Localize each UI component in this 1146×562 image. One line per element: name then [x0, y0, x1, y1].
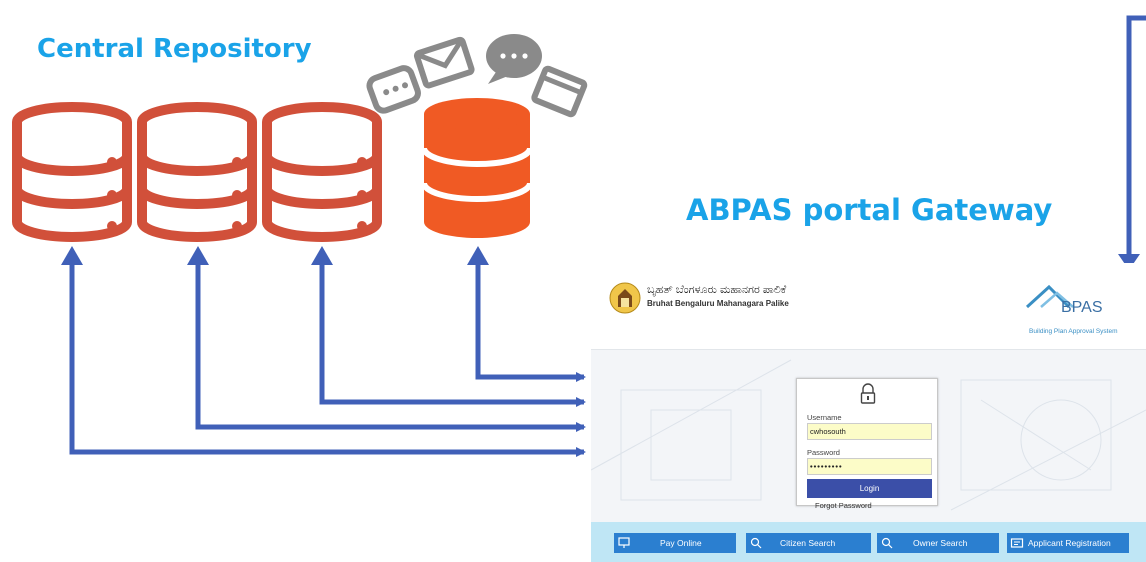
connector-arrow-2: [195, 253, 586, 432]
owner-search-label: Owner Search: [913, 538, 968, 548]
connector-arrow-3: [319, 253, 586, 407]
org-name-kannada: ಬೃಹತ್ ಬೆಂಗಳೂರು ಮಹಾನಗರ ಪಾಲಿಕೆ: [647, 284, 787, 296]
browser-window-icon: [531, 65, 588, 118]
database-icon-1: [12, 102, 132, 242]
arrowhead-up-3: [311, 246, 333, 265]
chat-bubble-icon: [366, 65, 421, 114]
mail-icon: [413, 36, 475, 89]
applicant-registration-label: Applicant Registration: [1028, 538, 1111, 548]
database-3-dots: [357, 157, 367, 231]
gateway-title: ABPAS portal Gateway: [686, 193, 1053, 227]
search-icon: [881, 537, 893, 549]
blueprint-background: [591, 359, 1146, 511]
citizen-search-button[interactable]: Citizen Search: [746, 533, 871, 553]
arrowhead-up-1: [61, 246, 83, 265]
speech-bubble-icon: [486, 34, 542, 84]
arrowhead-up-4: [467, 246, 489, 265]
bpas-logo-icon: BPAS: [1025, 284, 1103, 316]
arrowhead-up-2: [187, 246, 209, 265]
login-button[interactable]: Login: [807, 479, 932, 498]
connector-arrow-4: [475, 253, 586, 382]
database-icon-4: [421, 98, 533, 238]
owner-search-button[interactable]: Owner Search: [877, 533, 999, 553]
emblem-icon: [609, 282, 641, 314]
applicant-registration-button[interactable]: Applicant Registration: [1007, 533, 1129, 553]
search-icon: [750, 537, 762, 549]
lock-icon: [860, 383, 876, 404]
gateway-inbound-connector: [1126, 15, 1146, 258]
forgot-password-link[interactable]: Forgot Password: [815, 501, 872, 510]
database-icon-2: [137, 102, 257, 242]
portal-header: ಬೃಹತ್ ಬೆಂಗಳೂರು ಮಹಾನಗರ ಪಾಲಿಕೆ Bruhat Beng…: [591, 263, 1146, 350]
svg-text:BPAS: BPAS: [1061, 299, 1103, 316]
arrowhead-down-gateway: [1118, 254, 1140, 270]
id-card-icon: [1010, 538, 1024, 548]
password-label: Password: [807, 448, 840, 457]
citizen-search-label: Citizen Search: [780, 538, 836, 548]
username-label: Username: [807, 413, 842, 422]
database-2-dots: [232, 157, 242, 231]
password-field[interactable]: •••••••••: [807, 458, 932, 475]
username-field[interactable]: cwhosouth: [807, 423, 932, 440]
pay-online-label: Pay Online: [660, 538, 702, 548]
abpas-portal-screenshot: ಬೃಹತ್ ಬೆಂಗಳೂರು ಮಹಾನಗರ ಪಾಲಿಕೆ Bruhat Beng…: [591, 263, 1146, 562]
monitor-icon: [618, 537, 630, 548]
connector-arrow-1: [69, 253, 586, 457]
pay-online-button[interactable]: Pay Online: [614, 533, 736, 553]
database-icon-3: [262, 102, 382, 242]
central-repository-title: Central Repository: [37, 34, 312, 64]
portal-nav-bar: Pay Online Citizen Search Owner Search A…: [591, 522, 1146, 562]
database-1-dots: [107, 157, 117, 231]
bpas-subtitle: Building Plan Approval System: [1029, 328, 1118, 335]
login-form: Username cwhosouth Password ••••••••• Lo…: [796, 378, 938, 510]
org-name-english: Bruhat Bengaluru Mahanagara Palike: [647, 299, 789, 308]
